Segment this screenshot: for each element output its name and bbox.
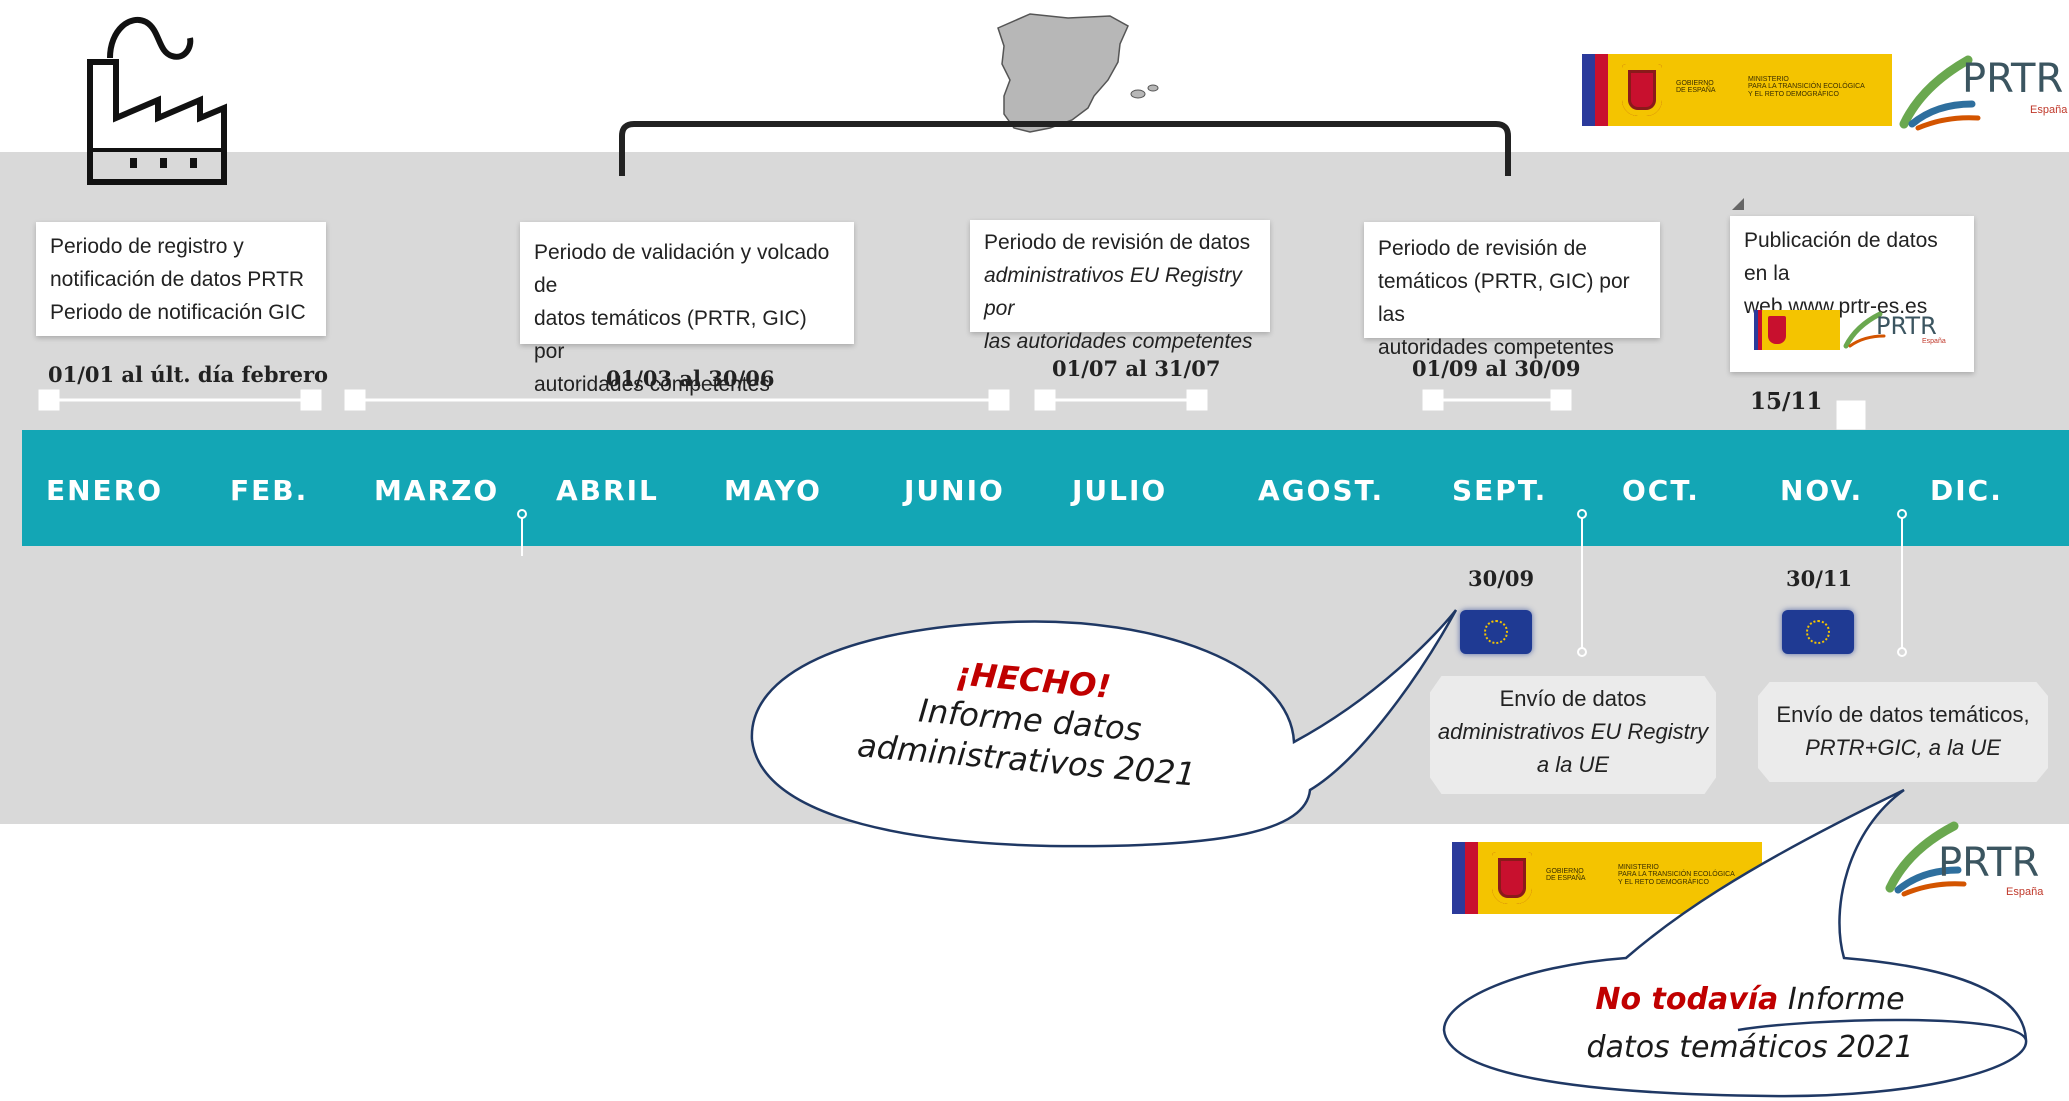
gobierno-logo: GOBIERNO DE ESPAÑA MINISTERIO PARA LA TR…: [1582, 54, 1892, 126]
card-revision-admin: Periodo de revisión de datos administrat…: [970, 220, 1270, 353]
month-mayo: MAYO: [724, 474, 822, 507]
month-feb: FEB.: [230, 474, 309, 507]
prtr-logo-espana-bottom: España: [2006, 886, 2044, 898]
spain-coat-of-arms-icon-bottom: [1492, 852, 1532, 904]
card-revision-tematicos: Periodo de revisión de temáticos (PRTR, …: [1364, 222, 1660, 359]
month-agost: AGOST.: [1258, 474, 1385, 507]
ministerio-label-bottom: MINISTERIO PARA LA TRANSICIÓN ECOLÓGICA …: [1618, 864, 1735, 886]
month-junio: JUNIO: [904, 474, 1005, 507]
month-julio: JULIO: [1072, 474, 1168, 507]
box-envio-admin: Envío de datos administrativos EU Regist…: [1430, 676, 1716, 794]
month-enero: ENERO: [46, 474, 164, 507]
date-publicacion: 15/11: [1750, 388, 1823, 415]
date-revision-tematicos: 01/09 al 30/09: [1412, 356, 1581, 381]
spain-coat-of-arms-icon: [1622, 64, 1662, 116]
callout-pending-status: No todavía: [1595, 982, 1779, 1017]
eu-flag-icon-2: [1782, 610, 1854, 654]
gobierno-label-bottom: GOBIERNO DE ESPAÑA: [1546, 868, 1586, 883]
date-validacion: 01/03 al 30/06: [606, 366, 775, 391]
spain-coat-of-arms-icon-small: [1768, 316, 1786, 344]
gobierno-logo-bottom: GOBIERNO DE ESPAÑA MINISTERIO PARA LA TR…: [1452, 842, 1762, 914]
date-envio-admin: 30/09: [1468, 566, 1535, 591]
month-oct: OCT.: [1622, 474, 1700, 507]
month-dic: DIC.: [1930, 474, 2003, 507]
date-envio-tematicos: 30/11: [1786, 566, 1853, 591]
callout-pending: No todavía Informe datos temáticos 2021: [1500, 976, 2000, 1072]
month-marzo: MARZO: [374, 474, 500, 507]
month-nov: NOV.: [1780, 474, 1864, 507]
prtr-logo-text-bottom: PRTR: [1938, 840, 2040, 886]
date-revision-admin: 01/07 al 31/07: [1052, 356, 1221, 381]
prtr-logo-text-small: PRTR: [1876, 312, 1937, 340]
gobierno-logo-small: [1754, 310, 1840, 350]
prtr-logo-text-top: PRTR: [1962, 56, 2064, 102]
prtr-logo-espana-small: España: [1922, 338, 1946, 345]
month-sept: SEPT.: [1452, 474, 1548, 507]
card-validacion: Periodo de validación y volcado de datos…: [520, 222, 854, 396]
prtr-logo-espana-top: España: [2030, 104, 2068, 116]
box-envio-tematicos: Envío de datos temáticos, PRTR+GIC, a la…: [1758, 682, 2048, 782]
date-registro: 01/01 al últ. día febrero: [48, 362, 329, 387]
ministerio-label: MINISTERIO PARA LA TRANSICIÓN ECOLÓGICA …: [1748, 76, 1865, 98]
card-registro: Periodo de registro y notificación de da…: [36, 222, 326, 336]
month-abril: ABRIL: [556, 474, 659, 507]
callout-pending-line2: datos temáticos 2021: [1586, 1030, 1914, 1065]
month-timeline: [22, 430, 2069, 546]
eu-flag-icon: [1460, 610, 1532, 654]
callout-pending-rest: Informe: [1778, 982, 1905, 1017]
gobierno-label: GOBIERNO DE ESPAÑA: [1676, 80, 1716, 95]
